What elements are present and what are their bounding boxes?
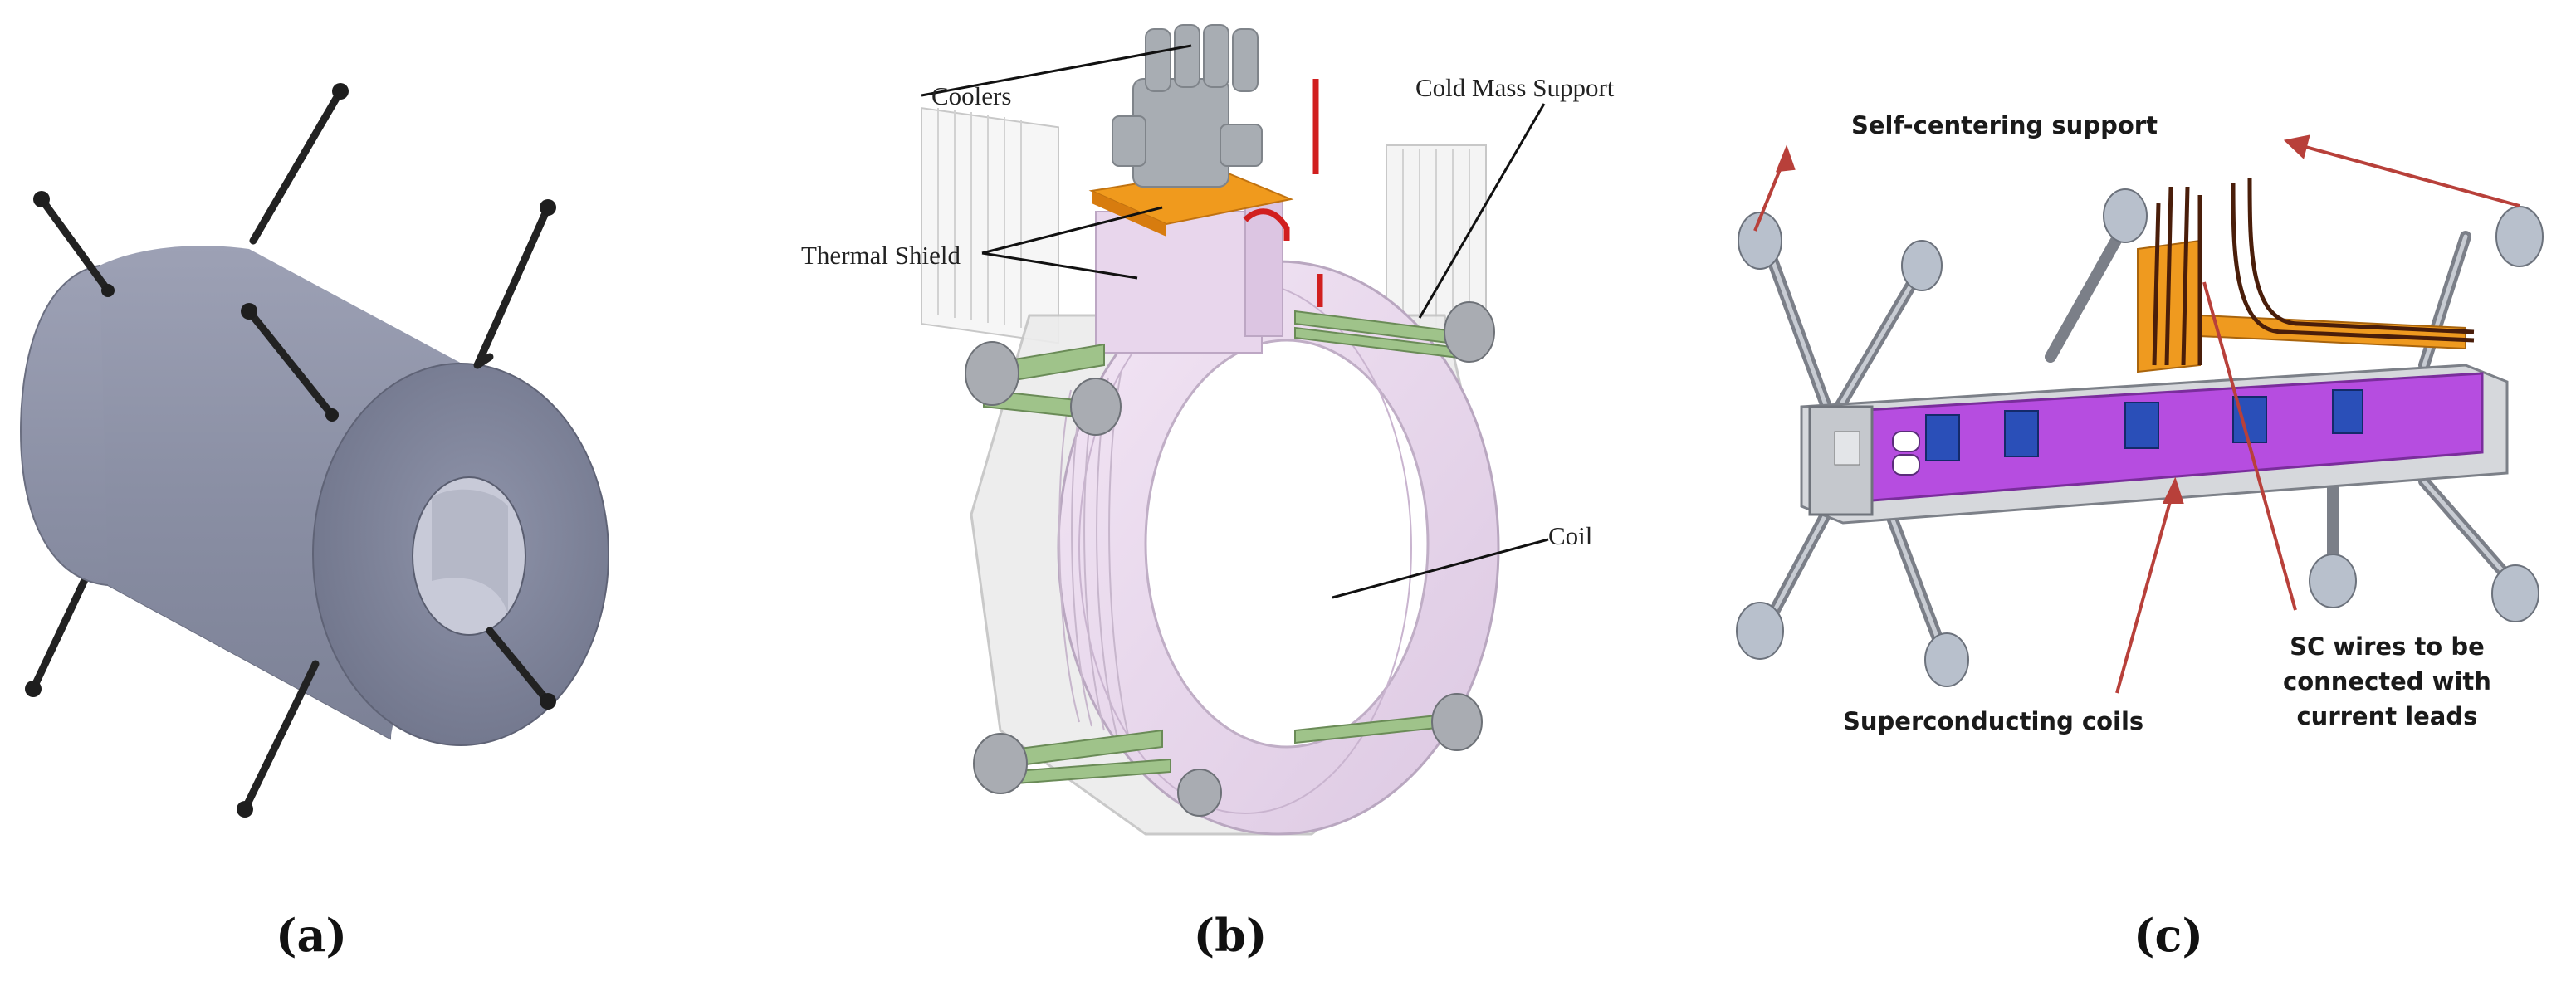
panel-a-caption: (a) — [275, 909, 348, 962]
label-sc-wires-line1: SC wires to be — [2290, 632, 2485, 661]
red-piping — [1243, 79, 1323, 307]
racetrack-coil-illustration — [1736, 134, 2544, 694]
panel-b: Coolers Cold Mass Support Thermal Shield… — [714, 0, 1735, 981]
label-cold-mass-support: Cold Mass Support — [1415, 73, 1615, 102]
label-sc-wires-line2: connected with — [2283, 667, 2491, 695]
coolers-assembly — [1112, 24, 1263, 188]
pointer-arrows — [1753, 134, 2520, 694]
support-rods-front — [37, 195, 552, 813]
panel-a: (a) — [0, 0, 714, 981]
thermal-shield-box — [1095, 211, 1263, 354]
label-coolers: Coolers — [931, 81, 1012, 110]
label-self-centering-support: Self-centering support — [1851, 111, 2158, 139]
support-end-caps — [965, 301, 1495, 817]
cylinder-illustration — [19, 83, 609, 818]
panel-c-caption: (c) — [2134, 909, 2203, 962]
leader-lines — [921, 44, 1549, 599]
label-coil: Coil — [1548, 521, 1593, 550]
panel-c: Self-centering support SC wires to be co… — [1735, 0, 2576, 981]
label-superconducting-coils: Superconducting coils — [1843, 707, 2144, 735]
rod-end-balls — [25, 83, 556, 818]
strut-end-fittings — [1736, 188, 2544, 687]
label-sc-wires: SC wires to be connected with current le… — [2283, 629, 2491, 734]
panel-b-caption: (b) — [1193, 909, 1268, 962]
label-sc-wires-line3: current leads — [2296, 702, 2478, 730]
toroidal-magnet-illustration — [921, 24, 1549, 836]
radiator-panel-left — [921, 106, 1059, 344]
label-thermal-shield: Thermal Shield — [801, 241, 961, 270]
